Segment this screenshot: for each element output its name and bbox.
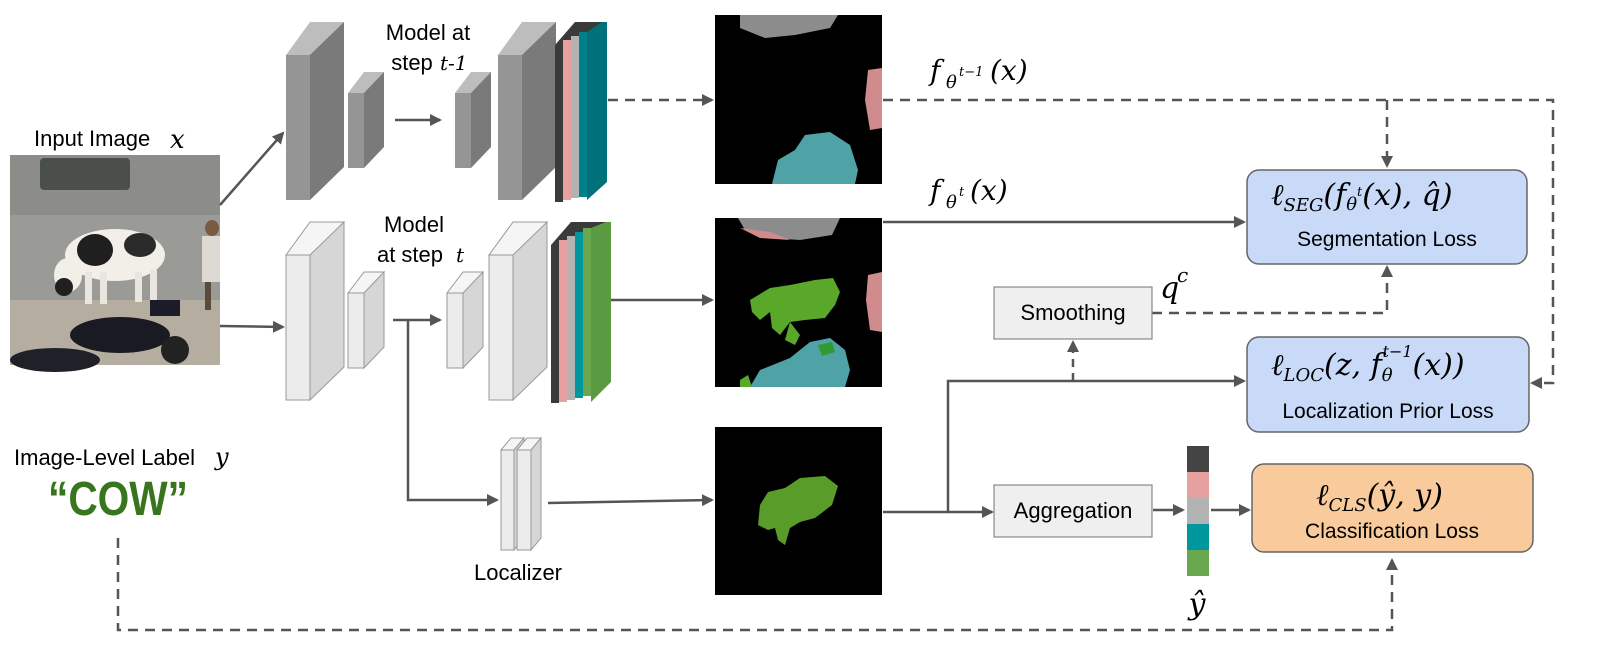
localization-loss-box: ℓLOC(z, fθt−1(x)) Localization Prior Los… — [1246, 336, 1530, 433]
input-image — [10, 155, 220, 372]
model-curr-step-var: t — [456, 243, 465, 267]
arrow-label-to-cls-loss — [116, 538, 1398, 632]
aggregation-box: Aggregation — [993, 484, 1153, 538]
loc-ell: ℓ — [1271, 348, 1284, 383]
label-title-text: Image-Level Label — [14, 445, 195, 470]
model-prev-decoder — [455, 22, 556, 200]
input-image-var: x — [170, 125, 185, 155]
label-title-var: y — [214, 443, 229, 471]
model-prev-step-var: t-1 — [440, 51, 468, 75]
class-score-cell — [1187, 524, 1209, 550]
class-score-cell — [1187, 472, 1209, 498]
f-curr-arg: (x) — [970, 174, 1008, 207]
seg-close: ) — [1440, 178, 1453, 213]
q-c-label: q c — [1160, 263, 1188, 306]
smoothing-box: Smoothing — [993, 286, 1153, 340]
f-theta-prev-label: f θ t−1 (x) — [928, 54, 1028, 93]
model-prev-title-line1: Model at — [386, 20, 470, 45]
input-image-label: Input Image — [34, 126, 150, 151]
loc-sub: LOC — [1283, 365, 1325, 386]
model-prev-encoder — [286, 22, 384, 200]
seg-loss-name: Segmentation Loss — [1297, 228, 1477, 251]
aggregation-label: Aggregation — [1014, 498, 1133, 523]
arrow-loc-map-to-loc-loss — [883, 375, 1246, 514]
cls-sub: CLS — [1329, 495, 1367, 516]
loc-mid: (x) — [1413, 348, 1453, 383]
cls-loss-name: Classification Loss — [1305, 520, 1479, 543]
model-prev-title-line2: step — [391, 50, 433, 75]
model-curr-encoder — [285, 220, 386, 402]
seg-map-curr — [715, 218, 882, 387]
seg-map-prev — [715, 15, 882, 184]
f-theta-curr-label: f θ t (x) — [928, 174, 1008, 213]
f-curr-sup: t — [959, 185, 965, 200]
image-level-label-title: Image-Level Label y — [14, 443, 229, 471]
seg-theta: θ — [1346, 194, 1357, 215]
input-image-title: Input Image x — [34, 125, 185, 155]
loc-open: (z, — [1324, 348, 1371, 383]
classification-loss-box: ℓCLS(ŷ, y) Classification Loss — [1251, 463, 1534, 553]
f-prev-theta: θ — [946, 72, 957, 93]
cls-close: ) — [1430, 478, 1443, 513]
model-curr-output-channels — [551, 222, 611, 403]
cls-ell: ℓ — [1316, 478, 1329, 513]
seg-ell: ℓ — [1271, 178, 1284, 213]
loc-theta: θ — [1382, 365, 1393, 386]
label-value-cow: “COW” — [48, 473, 188, 526]
seg-sub: SEG — [1284, 195, 1324, 216]
seg-map-localizer — [715, 427, 882, 595]
class-score-cell — [1187, 550, 1209, 576]
arrow-input-to-prev-model — [219, 131, 285, 206]
f-prev-sup: t−1 — [959, 65, 983, 80]
seg-open: ( — [1323, 178, 1336, 213]
cls-open: ( — [1367, 478, 1380, 513]
seg-sup: t — [1357, 185, 1363, 200]
loc-loss-formula: ℓLOC(z, fθt−1(x)) — [1271, 342, 1465, 386]
model-curr-title-line2: at step — [377, 242, 443, 267]
y-hat-label: ŷ — [1187, 587, 1207, 622]
smoothing-label: Smoothing — [1020, 300, 1125, 325]
cls-loss-formula: ℓCLS(ŷ, y) — [1316, 478, 1443, 516]
model-curr-title: Model at step t — [377, 212, 465, 267]
cls-mid: , y — [1395, 478, 1432, 513]
f-prev-f: f — [928, 54, 945, 87]
f-curr-f: f — [928, 174, 945, 207]
q-c-q: q — [1160, 271, 1179, 306]
seg-qhat: q̂ — [1422, 178, 1441, 213]
arrow-to-localizer — [406, 320, 499, 506]
segmentation-loss-box: ℓSEG(fθt(x), q̂) Segmentation Loss — [1246, 169, 1528, 265]
arrow-localizer-to-map — [547, 494, 714, 507]
f-prev-arg: (x) — [990, 54, 1028, 87]
class-score-cell — [1187, 446, 1209, 472]
localizer-block — [499, 436, 543, 552]
model-curr-decoder — [445, 220, 548, 402]
class-score-vector — [1187, 446, 1209, 576]
seg-mid: (x), — [1362, 178, 1421, 213]
loc-sup: t−1 — [1383, 342, 1413, 361]
model-curr-title-line1: Model — [384, 212, 444, 237]
cls-yhat: ŷ — [1376, 478, 1396, 513]
localizer-label: Localizer — [474, 560, 562, 585]
loc-close: ) — [1452, 348, 1465, 383]
q-c-sup: c — [1177, 263, 1188, 287]
model-prev-output-channels — [555, 22, 607, 202]
model-prev-title: Model at step t-1 — [386, 20, 470, 75]
arrow-input-to-curr-model — [219, 320, 285, 333]
f-curr-theta: θ — [946, 192, 957, 213]
class-score-cell — [1187, 498, 1209, 524]
loc-loss-name: Localization Prior Loss — [1282, 400, 1493, 423]
